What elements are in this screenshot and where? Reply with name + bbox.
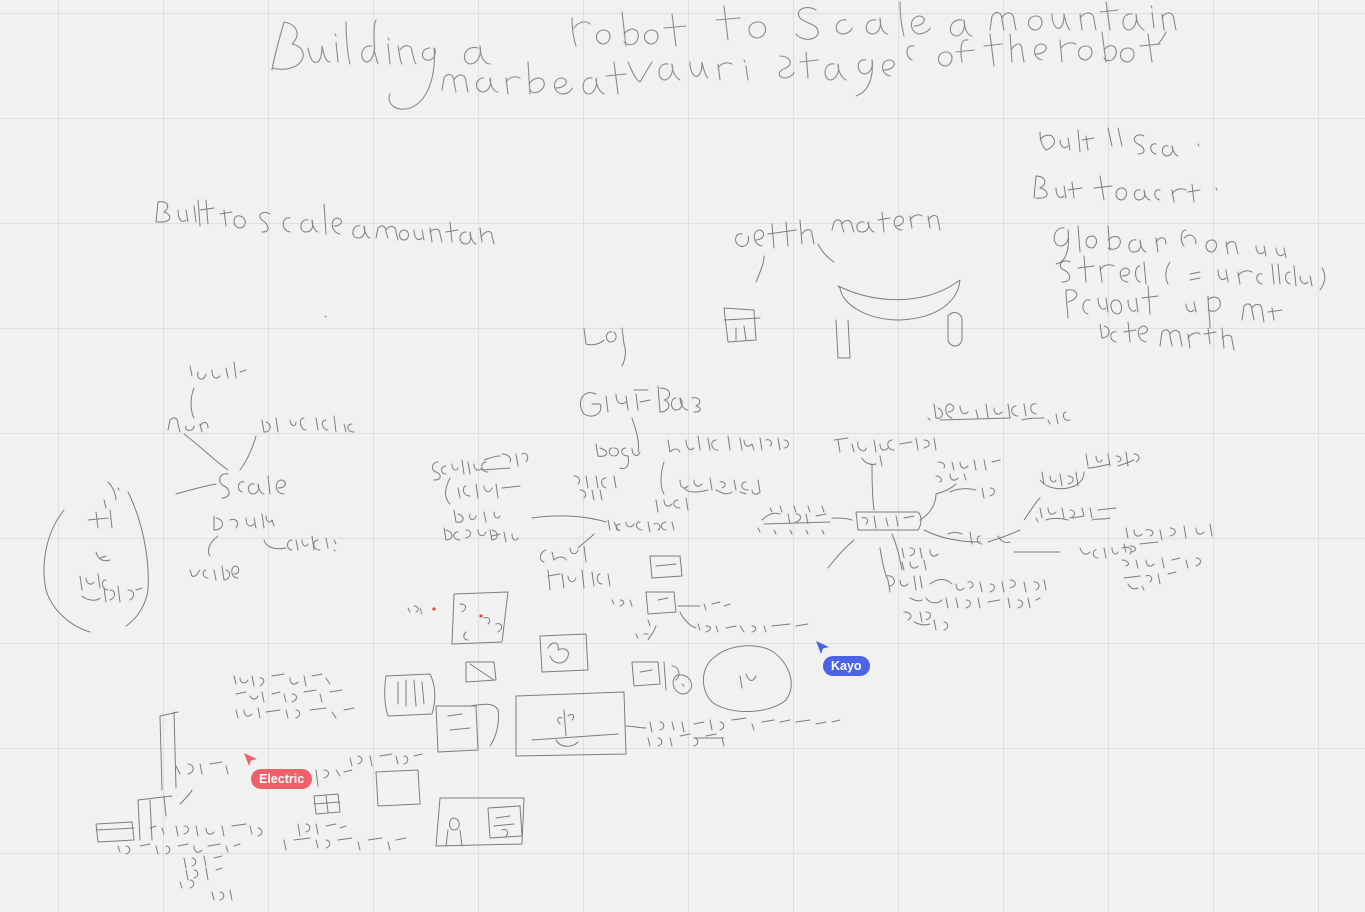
collaborator-name-tag: Electric xyxy=(251,769,313,789)
sketch-middle-drawings xyxy=(384,555,841,847)
collaborator-cursor-electric xyxy=(243,752,259,768)
sketch-left-mindmap xyxy=(43,361,355,633)
pointer-arrow-icon xyxy=(244,753,257,766)
collaborator-name-tag: Kayo xyxy=(823,656,870,676)
sketch-title-handwriting xyxy=(271,1,1177,110)
sketch-center-mindmap xyxy=(431,327,789,591)
pointer-arrow-icon xyxy=(816,641,829,654)
collaborator-cursor-kayo xyxy=(815,640,831,656)
sketch-right-mindmap xyxy=(757,403,1213,631)
sketch-bottom-left-drawings xyxy=(95,673,423,901)
sketch-top-right-notes xyxy=(1033,127,1326,351)
sketch-center-top-drawing xyxy=(723,211,963,359)
sketch-left-heading xyxy=(155,199,495,318)
